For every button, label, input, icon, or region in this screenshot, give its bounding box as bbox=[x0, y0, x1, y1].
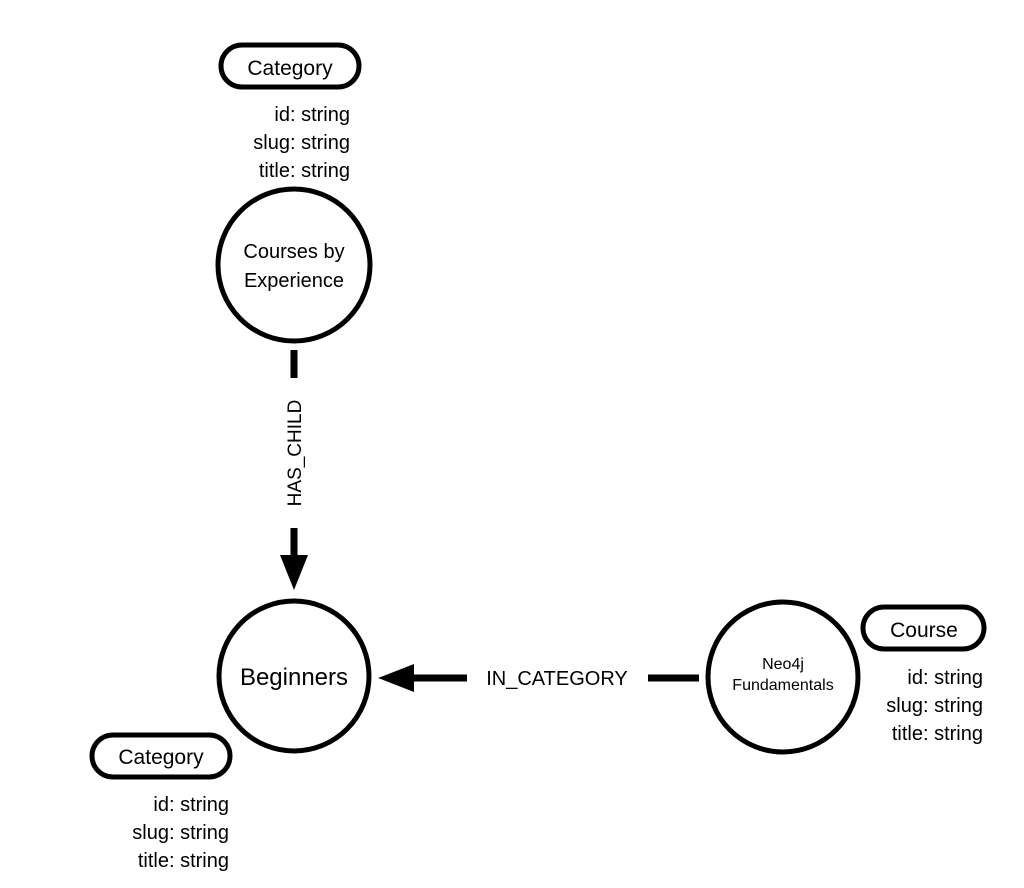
tag-label: Course bbox=[890, 619, 958, 642]
property-id: id: string bbox=[274, 104, 350, 126]
has-child-arrowhead bbox=[280, 555, 308, 590]
node-courses-by-experience[interactable]: Courses by Experience bbox=[215, 186, 373, 344]
property-id: id: string bbox=[907, 667, 983, 689]
property-slug: slug: string bbox=[886, 695, 983, 717]
node-neo4j-fundamentals[interactable]: Neo4j Fundamentals bbox=[705, 599, 861, 755]
tag-category-bottom: Category bbox=[89, 732, 233, 780]
node-label-line1: Neo4j bbox=[762, 656, 804, 673]
node-label: Beginners bbox=[240, 664, 348, 691]
has-child-label: HAS_CHILD bbox=[285, 400, 306, 507]
relationship-has-child[interactable]: HAS_CHILD bbox=[280, 350, 308, 590]
tag-label: Category bbox=[247, 57, 333, 80]
property-slug: slug: string bbox=[253, 132, 350, 154]
tag-course: Course bbox=[860, 604, 987, 652]
tag-label: Category bbox=[118, 746, 204, 769]
in-category-label: IN_CATEGORY bbox=[486, 668, 628, 690]
relationship-in-category[interactable]: IN_CATEGORY bbox=[378, 664, 699, 692]
node-beginners[interactable]: Beginners bbox=[216, 598, 372, 754]
node-label-line2: Experience bbox=[244, 270, 344, 292]
tag-category-top: Category bbox=[218, 42, 362, 90]
in-category-arrowhead bbox=[378, 664, 414, 692]
properties-bottom-left: id: string slug: string title: string bbox=[132, 794, 229, 872]
node-label-line2: Fundamentals bbox=[732, 677, 833, 694]
property-slug: slug: string bbox=[132, 822, 229, 844]
property-title: title: string bbox=[138, 850, 229, 872]
property-id: id: string bbox=[153, 794, 229, 816]
properties-top: id: string slug: string title: string bbox=[253, 104, 350, 182]
node-label-line1: Courses by bbox=[243, 241, 344, 263]
properties-right: id: string slug: string title: string bbox=[886, 667, 983, 745]
property-title: title: string bbox=[892, 723, 983, 745]
property-title: title: string bbox=[259, 160, 350, 182]
